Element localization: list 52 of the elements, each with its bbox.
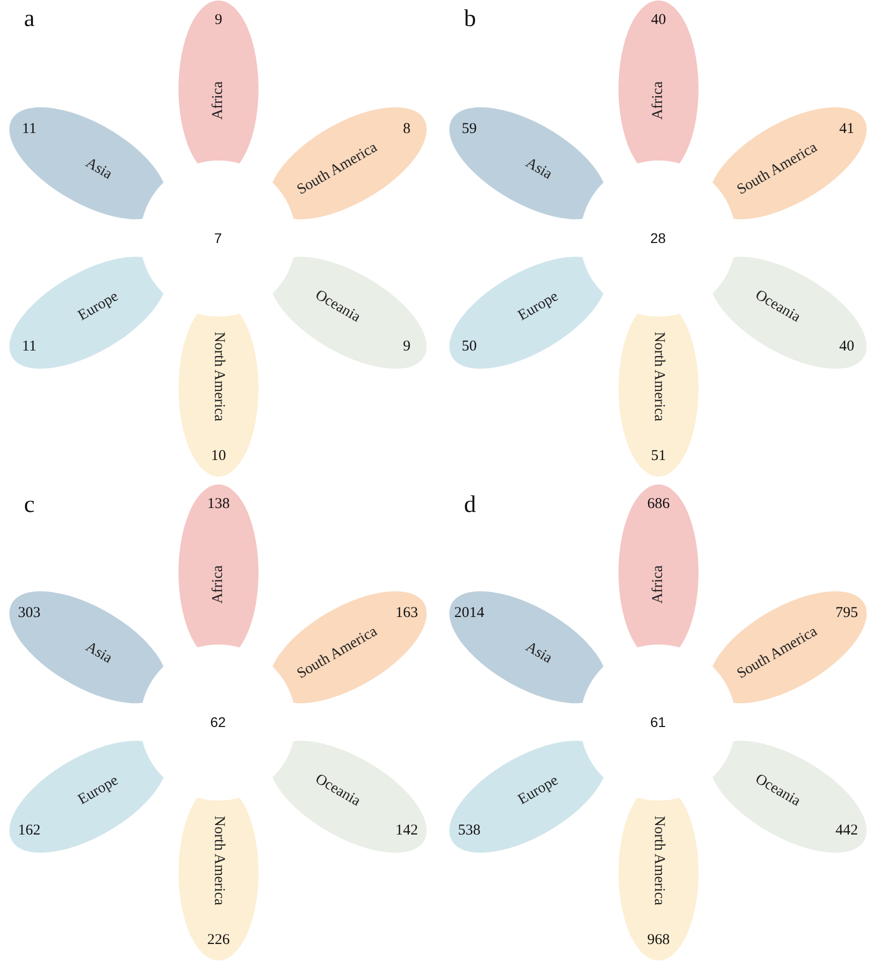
region-label: North America — [210, 815, 226, 905]
count-number: 8 — [403, 120, 411, 138]
count-number: 40 — [650, 12, 666, 28]
count-number: 61 — [650, 714, 666, 730]
count-number: 538 — [458, 822, 480, 840]
petal — [618, 313, 698, 476]
count-number: 7 — [214, 230, 222, 246]
count-number: 2014 — [454, 604, 484, 622]
count-number: 442 — [836, 822, 858, 840]
region-label: North America — [210, 331, 226, 421]
count-number: 686 — [646, 496, 670, 512]
petal — [178, 313, 258, 476]
count-number: 9 — [403, 338, 411, 356]
count-number: 28 — [650, 230, 666, 246]
region-label: North America — [650, 815, 666, 905]
region-label: North America — [650, 331, 666, 421]
count-number: 163 — [396, 604, 418, 622]
count-number: 59 — [462, 120, 477, 138]
count-number: 9 — [214, 12, 222, 28]
count-number: 62 — [210, 714, 226, 730]
region-label: Africa — [650, 80, 666, 120]
count-number: 142 — [396, 822, 418, 840]
count-number: 11 — [22, 338, 36, 356]
count-number: 10 — [210, 448, 226, 464]
petal — [178, 484, 258, 647]
region-label: Africa — [650, 564, 666, 604]
petal — [618, 797, 698, 960]
count-number: 50 — [462, 338, 477, 356]
count-number: 226 — [206, 932, 230, 948]
petal — [178, 797, 258, 960]
count-number: 795 — [836, 604, 858, 622]
region-label: Africa — [210, 80, 226, 120]
count-number: 303 — [18, 604, 40, 622]
region-label: Asia — [522, 638, 555, 668]
panel-letter: c — [24, 492, 35, 519]
count-number: 138 — [206, 496, 230, 512]
petal — [618, 484, 698, 647]
panel-letter: b — [464, 6, 476, 33]
region-label: Africa — [210, 564, 226, 604]
count-number: 11 — [22, 120, 36, 138]
count-number: 40 — [839, 338, 854, 356]
panel-letter: d — [464, 492, 476, 519]
region-label: Asia — [82, 638, 115, 668]
panel-letter: a — [24, 6, 35, 33]
count-number: 51 — [650, 448, 666, 464]
count-number: 41 — [839, 120, 854, 138]
region-label: Asia — [522, 154, 555, 184]
count-number: 162 — [18, 822, 40, 840]
petal — [618, 0, 698, 163]
count-number: 968 — [646, 932, 670, 948]
region-label: Asia — [82, 154, 115, 184]
petal — [178, 0, 258, 163]
